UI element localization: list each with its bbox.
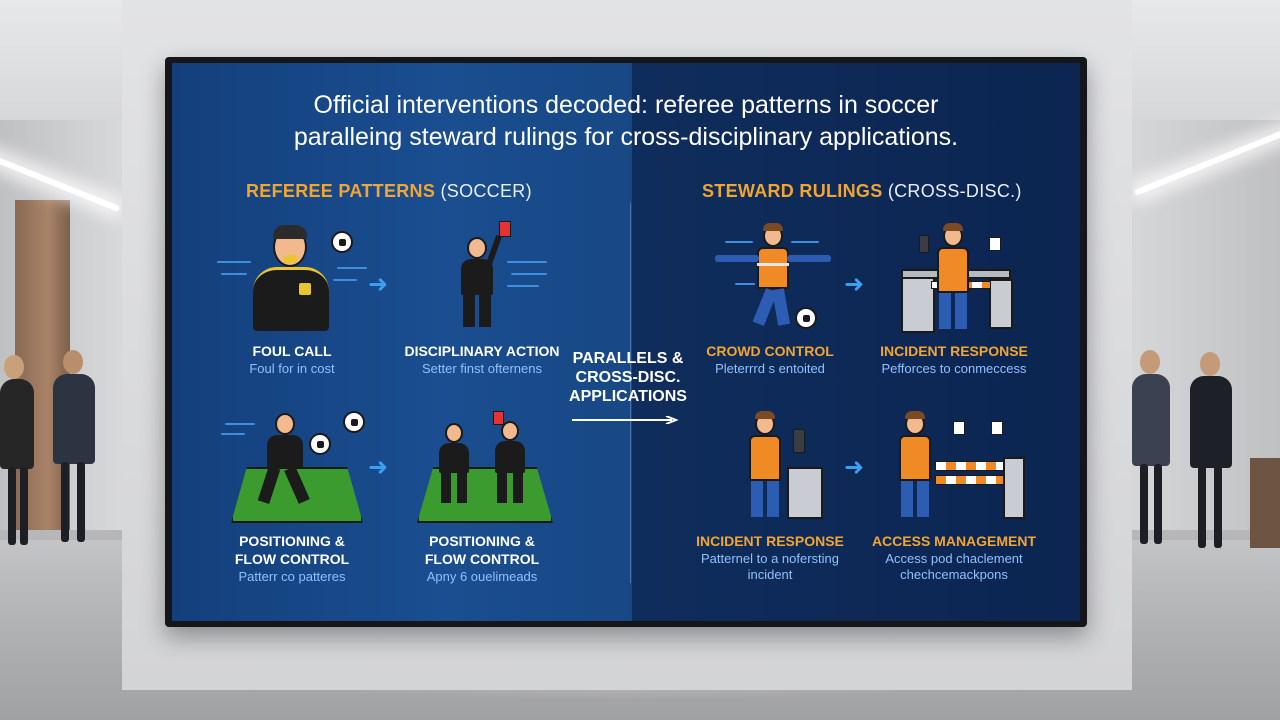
safety-vest-icon — [749, 435, 781, 481]
barrier-icon — [935, 461, 1005, 471]
panel-disciplinary-action: DISCIPLINARY ACTION Setter finst ofterne… — [382, 221, 582, 377]
panel-positioning-2: POSITIONING & FLOW CONTROL Apny 6 ouelim… — [392, 411, 572, 585]
foul-call-desc: Foul for in cost — [249, 361, 335, 376]
panel-access-management: ACCESS MANAGEMENT Access pod chaclement … — [864, 411, 1044, 583]
red-card-icon — [499, 221, 511, 237]
bench — [1250, 458, 1280, 548]
person-man-right-1 — [1130, 350, 1174, 550]
foul-call-title: FOUL CALL — [252, 343, 332, 359]
soccer-ball-icon — [343, 411, 365, 433]
safety-vest-icon — [899, 435, 931, 481]
disciplinary-desc: Setter finst ofternens — [422, 361, 542, 376]
id-badge-icon — [953, 421, 965, 435]
panel-crowd-control: CROWD CONTROL Pleterrrd s entoited — [680, 221, 860, 377]
incident-response-2-desc: Patternel to a nofersting incident — [700, 551, 840, 582]
panel-incident-response-2: INCIDENT RESPONSE Patternel to a noferst… — [680, 411, 860, 583]
panel-incident-response-1: INCIDENT RESPONSE Pefforces to conmecces… — [864, 221, 1044, 377]
soccer-ball-icon — [331, 231, 353, 253]
positioning-2-desc: Apny 6 ouelimeads — [426, 569, 538, 584]
soccer-ball-icon — [795, 307, 817, 329]
right-section-title: STEWARD RULINGS (CROSS-DISC.) — [702, 181, 1022, 201]
referee-red-card-illustration — [407, 221, 557, 336]
id-badge-icon — [989, 237, 1001, 251]
headline: Official interventions decoded: referee … — [192, 89, 1060, 153]
headline-line-2: paralleing steward rulings for cross-dis… — [293, 123, 959, 151]
steward-turnstile-illustration — [879, 221, 1029, 336]
person-man-right-2 — [1180, 352, 1240, 552]
referee-positioning-illustration — [217, 411, 367, 526]
right-arrow-icon: ➜ — [844, 454, 865, 481]
positioning-1-title: POSITIONING & FLOW CONTROL — [234, 533, 350, 567]
whistle-icon — [283, 255, 297, 263]
glowing-right-arrow-icon — [572, 416, 679, 424]
steward-crowd-control-illustration — [695, 221, 845, 336]
radio-icon — [919, 235, 929, 253]
safety-vest-icon — [757, 247, 789, 289]
person-woman-left — [0, 355, 40, 555]
positioning-2-title: POSITIONING & FLOW CONTROL — [424, 533, 540, 567]
safety-vest-icon — [937, 247, 969, 293]
person-man-left — [45, 350, 105, 550]
crowd-control-desc: Pleterrrd s entoited — [715, 361, 825, 376]
referees-card-illustration — [407, 411, 557, 526]
incident-response-1-desc: Pefforces to conmeccess — [881, 361, 1027, 376]
right-half-background — [632, 63, 1080, 621]
disciplinary-title: DISCIPLINARY ACTION — [404, 343, 560, 359]
id-badge-icon — [991, 421, 1003, 435]
turnstile-gate-icon — [787, 467, 823, 519]
incident-response-2-title: INCIDENT RESPONSE — [696, 533, 844, 549]
incident-response-1-title: INCIDENT RESPONSE — [880, 343, 1028, 359]
referee-whistle-illustration — [217, 221, 367, 336]
panel-foul-call: FOUL CALL Foul for in cost — [202, 221, 382, 377]
display-screen: Official interventions decoded: referee … — [172, 63, 1080, 621]
crowd-control-title: CROWD CONTROL — [706, 343, 834, 359]
headline-line-1: Official interventions decoded: referee … — [313, 91, 939, 119]
right-arrow-icon: ➜ — [844, 271, 865, 298]
soccer-ball-icon — [309, 433, 331, 455]
panel-positioning-1: POSITIONING & FLOW CONTROL Patterr co pa… — [202, 411, 382, 585]
turnstile-gate-icon — [901, 273, 935, 333]
right-arrow-icon: ➜ — [368, 271, 389, 298]
center-parallels-label: PARALLELS & CROSS-DISC. APPLICATIONS — [569, 350, 687, 405]
steward-barrier-illustration — [879, 411, 1029, 526]
radio-icon — [793, 429, 805, 453]
red-card-icon — [493, 411, 504, 425]
access-management-title: ACCESS MANAGEMENT — [871, 533, 1037, 549]
access-management-desc: Access pod chaclement chechcemackpons — [885, 551, 1023, 582]
center-divider — [630, 203, 631, 583]
steward-radio-illustration — [695, 411, 845, 526]
positioning-1-desc: Patterr co patteres — [238, 569, 346, 584]
left-section-title: REFEREE PATTERNS (SOCCER) — [246, 181, 532, 201]
right-arrow-icon: ➜ — [368, 454, 389, 481]
